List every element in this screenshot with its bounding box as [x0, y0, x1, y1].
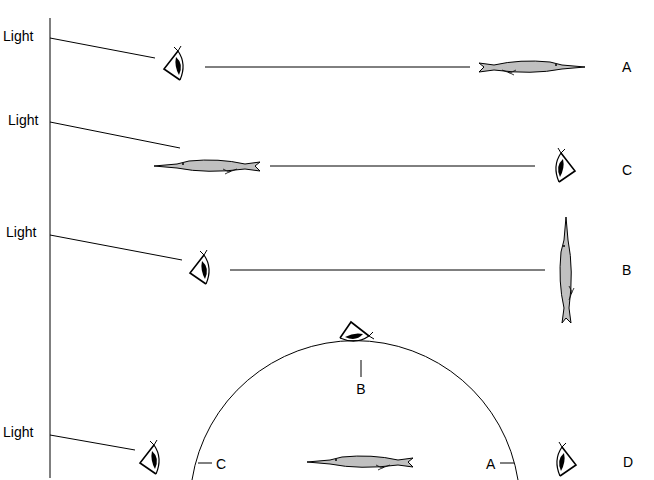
arc	[192, 341, 518, 480]
position-label: C	[216, 457, 226, 471]
light-label: Light	[3, 29, 33, 43]
light-label: Light	[8, 113, 38, 127]
light-label: Light	[3, 425, 33, 439]
position-label: B	[622, 263, 631, 277]
axis-line	[50, 18, 51, 478]
position-label: D	[623, 455, 633, 469]
light-rays	[50, 38, 182, 450]
eyes	[140, 46, 576, 476]
position-label: A	[486, 457, 495, 471]
position-label: B	[356, 382, 365, 396]
light-label: Light	[6, 225, 36, 239]
position-label: A	[622, 60, 631, 74]
position-label: C	[622, 163, 632, 177]
birds	[154, 61, 585, 470]
